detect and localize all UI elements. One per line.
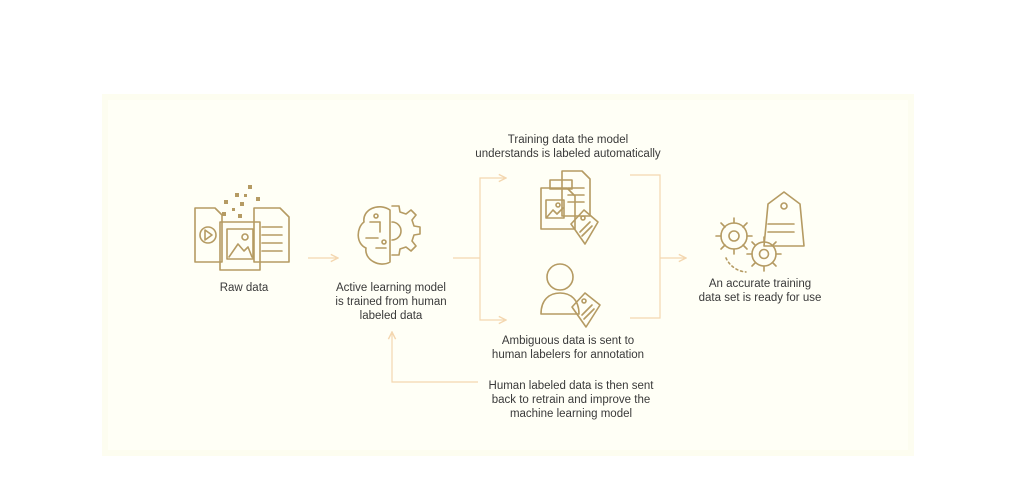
human-labeler-icon [540,263,601,328]
arrow-auto-to-merge [630,174,661,319]
brain-gear-icon [357,205,421,265]
label-feedback: Human labeled data is then sent back to … [488,380,654,420]
arrow-feedback-loop [392,332,478,383]
gears-tag-icon [715,191,805,273]
label-accurate: An accurate training data set is ready f… [698,278,822,304]
label-active-model: Active learning model is trained from hu… [335,282,447,322]
label-ambiguous: Ambiguous data is sent to human labelers… [491,335,645,361]
label-raw-data: Raw data [219,282,269,294]
arrow-split-to-human [479,258,506,320]
flow-arrows [308,174,686,383]
diagram-panel [108,100,908,450]
raw-data-icon [194,185,290,271]
label-auto-labeled: Training data the model understands is l… [475,134,661,160]
arrow-split-to-auto [479,178,506,258]
labeled-documents-icon [540,170,599,245]
